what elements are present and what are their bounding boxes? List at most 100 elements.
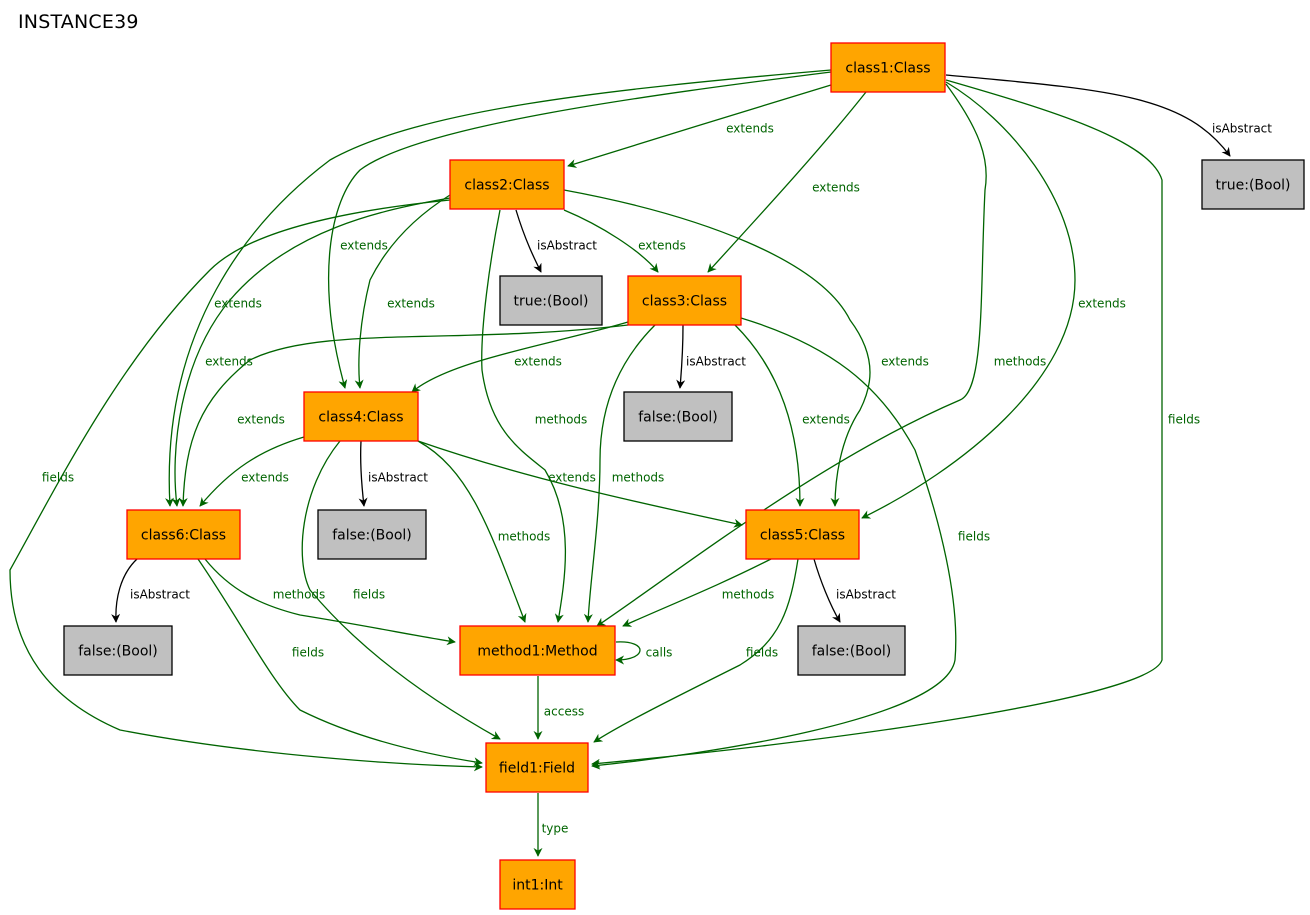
edge-label-fields: fields — [746, 646, 778, 660]
edge-label-extends: extends — [881, 355, 929, 369]
edge-class2-isAbstract-bool2 — [515, 209, 542, 273]
edge-class6-fields-field1 — [197, 558, 483, 767]
edge-class5-isAbstract-bool5 — [813, 558, 841, 623]
node-class2[interactable]: class2:Class — [449, 159, 565, 210]
edge-label-isAbstract: isAbstract — [368, 471, 428, 485]
node-box-bool5 — [797, 625, 906, 676]
edge-label-extends: extends — [812, 181, 860, 195]
edge-method1-calls-method1 — [615, 641, 641, 665]
node-box-field1 — [485, 742, 589, 793]
edge-label-extends: extends — [387, 297, 435, 311]
edge-class6-methods-method1 — [204, 558, 456, 646]
edge-label-methods: methods — [273, 588, 326, 602]
edge-label-isAbstract: isAbstract — [537, 239, 597, 253]
edge-label-fields: fields — [958, 530, 990, 544]
edge-label-extends: extends — [205, 355, 253, 369]
edge-label-methods: methods — [498, 530, 551, 544]
node-label-class5: class5:Class — [760, 528, 845, 544]
edge-class1-extends-class4 — [328, 71, 832, 389]
edge-label-extends: extends — [237, 413, 285, 427]
edge-label-isAbstract: isAbstract — [130, 588, 190, 602]
edge-class2-extends-class6 — [171, 197, 451, 507]
node-box-bool2 — [499, 275, 603, 326]
edge-class2-extends-class4 — [354, 194, 451, 389]
node-label-bool1: true:(Bool) — [1216, 178, 1291, 194]
node-class6[interactable]: class6:Class — [126, 509, 241, 560]
node-bool1[interactable]: true:(Bool) — [1201, 159, 1305, 210]
node-label-bool5: false:(Bool) — [812, 644, 892, 660]
edge-label-extends: extends — [548, 471, 596, 485]
node-class1[interactable]: class1:Class — [830, 42, 946, 93]
edge-label-fields: fields — [292, 646, 324, 660]
node-label-int1: int1:Int — [512, 878, 563, 894]
edge-class4-methods-method1 — [417, 440, 527, 623]
node-box-int1 — [499, 859, 576, 910]
edge-label-extends: extends — [214, 297, 262, 311]
node-box-class4 — [303, 391, 419, 442]
edge-label-methods: methods — [722, 588, 775, 602]
edge-class3-isAbstract-bool3 — [676, 324, 686, 389]
node-int1[interactable]: int1:Int — [499, 859, 576, 910]
edge-class2-extends-class3 — [563, 209, 659, 273]
edge-label-isAbstract: isAbstract — [1212, 122, 1272, 136]
edge-class3-extends-class6 — [178, 324, 629, 507]
edge-class4-extends-class6 — [199, 436, 305, 507]
node-box-bool6 — [63, 625, 173, 676]
node-bool2[interactable]: true:(Bool) — [499, 275, 603, 326]
node-method1[interactable]: method1:Method — [459, 625, 616, 676]
edge-class1-extends-class3 — [707, 91, 867, 273]
node-bool3[interactable]: false:(Bool) — [623, 391, 733, 442]
node-box-bool4 — [317, 509, 427, 560]
node-label-class4: class4:Class — [318, 410, 403, 426]
node-box-class2 — [449, 159, 565, 210]
edge-label-extends: extends — [638, 239, 686, 253]
edge-class5-fields-field1 — [593, 558, 799, 743]
edge-label-extends: extends — [241, 471, 289, 485]
node-box-bool3 — [623, 391, 733, 442]
edge-label-isAbstract: isAbstract — [686, 355, 746, 369]
edge-class3-methods-method1 — [583, 324, 656, 623]
node-label-class1: class1:Class — [845, 61, 930, 77]
edge-class4-extends-class5 — [417, 440, 743, 528]
node-class3[interactable]: class3:Class — [627, 275, 742, 326]
edge-label-isAbstract: isAbstract — [836, 588, 896, 602]
edge-label-methods: methods — [535, 413, 588, 427]
edge-class1-methods-method1 — [596, 83, 987, 627]
edge-class3-fields-field1 — [591, 317, 957, 770]
node-bool6[interactable]: false:(Bool) — [63, 625, 173, 676]
edge-class3-extends-class4 — [411, 321, 629, 393]
node-bool5[interactable]: false:(Bool) — [797, 625, 906, 676]
node-label-bool3: false:(Bool) — [638, 410, 718, 426]
edge-class5-methods-method1 — [622, 558, 772, 627]
edge-class4-isAbstract-bool4 — [358, 440, 368, 507]
node-class5[interactable]: class5:Class — [745, 509, 860, 560]
node-box-class6 — [126, 509, 241, 560]
edge-class1-fields-field1 — [591, 79, 1163, 768]
edge-class6-isAbstract-bool6 — [111, 558, 138, 623]
edge-class2-fields-field1 — [9, 199, 483, 772]
node-box-class5 — [745, 509, 860, 560]
diagram-title: INSTANCE39 — [18, 11, 139, 33]
node-class4[interactable]: class4:Class — [303, 391, 419, 442]
node-bool4[interactable]: false:(Bool) — [317, 509, 427, 560]
edge-class4-fields-field1 — [301, 440, 501, 740]
edge-label-extends: extends — [802, 413, 850, 427]
edge-class2-methods-method1 — [481, 209, 567, 623]
edge-class2-extends-class5 — [563, 189, 871, 507]
node-label-bool2: true:(Bool) — [514, 294, 589, 310]
node-field1[interactable]: field1:Field — [485, 742, 589, 793]
edge-label-extends: extends — [726, 122, 774, 136]
node-label-field1: field1:Field — [499, 761, 575, 777]
edge-label-methods: methods — [994, 355, 1047, 369]
node-label-class3: class3:Class — [642, 294, 727, 310]
edge-class1-extends-class6 — [165, 69, 832, 507]
node-label-class6: class6:Class — [141, 528, 226, 544]
edge-label-fields: fields — [1168, 413, 1200, 427]
edge-label-extends: extends — [514, 355, 562, 369]
node-box-class1 — [830, 42, 946, 93]
edge-labels-layer: isAbstract extends extends extends extends ex… — [42, 122, 1272, 836]
node-label-method1: method1:Method — [477, 644, 597, 660]
node-box-class3 — [627, 275, 742, 326]
edge-label-fields: fields — [42, 471, 74, 485]
